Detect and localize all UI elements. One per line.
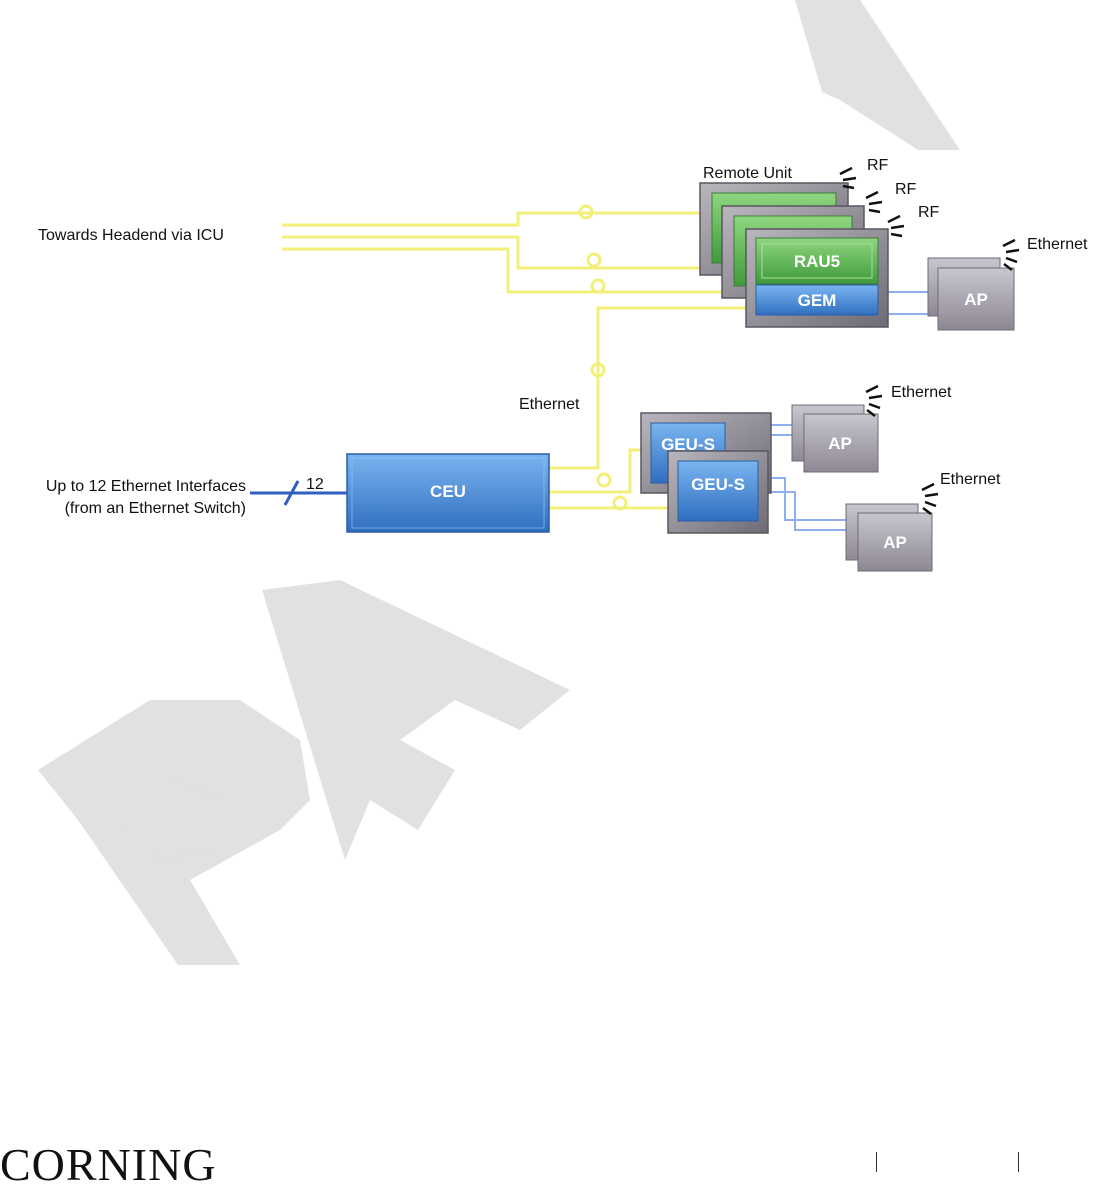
interfaces-label-line2: (from an Ethernet Switch) <box>65 500 246 517</box>
fiber-loop-3 <box>592 280 604 292</box>
ethernet-loop-geu-back <box>598 474 610 486</box>
rf-label-2: RF <box>895 181 917 198</box>
ethernet-label-ap-top: Ethernet <box>1027 236 1088 253</box>
ethernet-label-ap-bottom: Ethernet <box>940 471 1001 488</box>
footer-divider-1 <box>876 1152 877 1172</box>
link-geu-ap-bottom-2 <box>768 492 858 530</box>
rf-label-3: RF <box>918 204 940 221</box>
ap-top-label: AP <box>964 290 988 309</box>
remote-unit-label: Remote Unit <box>703 165 792 182</box>
ethernet-emitter-icon-bottom <box>922 484 938 514</box>
ethernet-cable-geu-back <box>546 450 645 492</box>
fiber-cable-1 <box>282 213 710 225</box>
rf-emitter-icon-3 <box>888 216 904 236</box>
ethernet-label-ap-mid: Ethernet <box>891 384 952 401</box>
interface-bus <box>250 481 348 505</box>
fiber-cables <box>282 206 748 292</box>
ethernet-cable-label: Ethernet <box>519 396 580 413</box>
interfaces-label-line1: Up to 12 Ethernet Interfaces <box>46 478 246 495</box>
remote-unit-front <box>746 229 888 327</box>
fiber-cable-2 <box>282 237 722 268</box>
ethernet-emitter-icon-mid <box>866 386 882 416</box>
bus-count-label: 12 <box>306 476 324 493</box>
corning-logo: CORNING <box>0 1142 217 1188</box>
ethernet-emitter-icon-top <box>1003 240 1019 270</box>
fiber-loop-2 <box>588 254 600 266</box>
gem-label: GEM <box>798 291 837 310</box>
footer-divider-2 <box>1018 1152 1019 1172</box>
geu-s-front-label: GEU-S <box>691 475 745 494</box>
fiber-cable-3 <box>282 249 748 292</box>
rau5-label: RAU5 <box>794 252 840 271</box>
towards-headend-label: Towards Headend via ICU <box>38 227 224 244</box>
ap-mid-label: AP <box>828 434 852 453</box>
rf-emitter-icon-2 <box>866 192 882 212</box>
link-geu-ap-bottom-1 <box>768 478 848 520</box>
rf-label-1: RF <box>867 157 889 174</box>
ap-bottom-label: AP <box>883 533 907 552</box>
ceu-label: CEU <box>430 482 466 501</box>
